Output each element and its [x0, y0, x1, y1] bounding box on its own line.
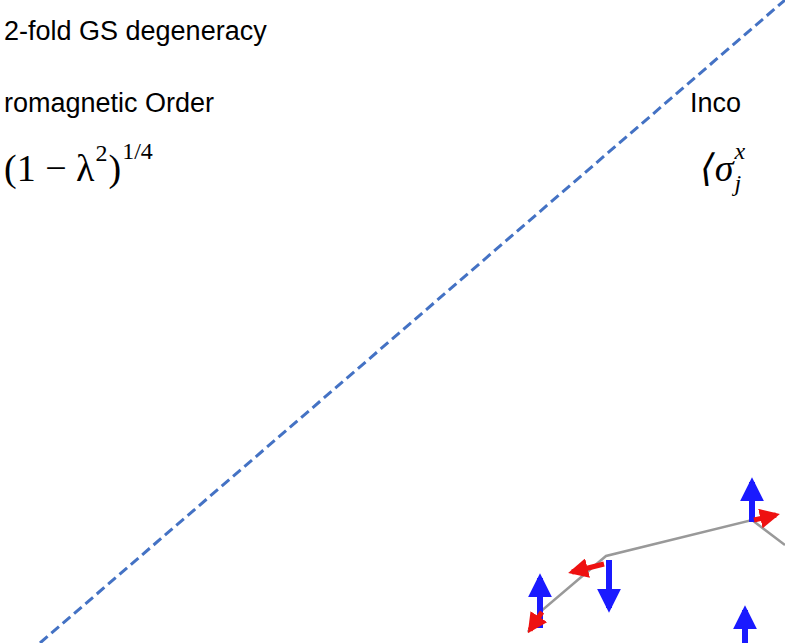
formula: ): [109, 146, 122, 190]
formula: ⟨σ: [700, 146, 734, 190]
spin-arrow: [606, 560, 612, 608]
formula-index: x: [735, 138, 746, 165]
spin-arrow: [530, 612, 542, 630]
formula-exponent: 2: [96, 140, 108, 167]
spin-arrow: [572, 564, 604, 572]
formula-index: j: [735, 170, 742, 197]
spin-arrow: [742, 610, 748, 643]
phase-name: romagnetic Order: [4, 88, 214, 119]
formula: (1 − λ: [4, 146, 95, 190]
spin-arrow: [754, 515, 776, 520]
formula-exponent: 1/4: [122, 138, 153, 165]
spin-arrow: [749, 482, 755, 522]
phase-note: 2-fold GS degeneracy: [4, 16, 267, 47]
phase-name: Inco: [690, 88, 741, 119]
